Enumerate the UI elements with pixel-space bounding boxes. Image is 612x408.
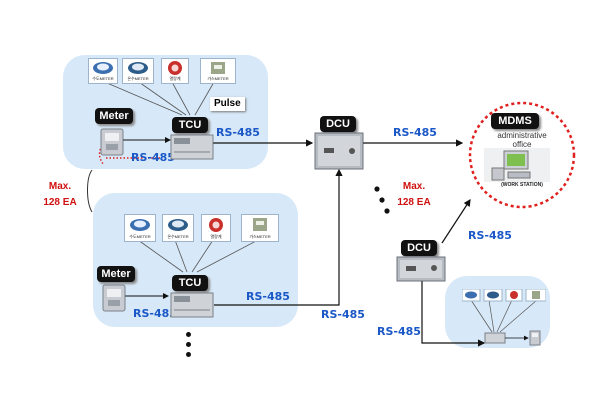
workstation-label: (WORK STATION) [501, 182, 543, 188]
rs485-label-dcu2-tcu: RS-485 [377, 325, 421, 338]
meter-types-icon [461, 288, 547, 302]
gas-meter-icon [253, 218, 267, 231]
max-line2: 128 EA [397, 197, 431, 208]
meter-device-icon [100, 128, 124, 156]
meter-device-icon [102, 284, 126, 312]
continuation-dots [186, 332, 192, 362]
meter-type-label: 가스METER [249, 234, 271, 239]
meter-type-label: 열량계 [210, 234, 222, 239]
dcu-label: DCU [320, 116, 356, 132]
rs485-label-tcu-bottom: RS-485 [246, 290, 290, 303]
meter-type-card: 수도METER [88, 58, 118, 84]
meter-link-line [137, 239, 184, 273]
water-meter-icon [130, 219, 150, 231]
tcu-label: TCU [172, 117, 208, 133]
rs485-label-tcu-top: RS-485 [216, 126, 260, 139]
meter-type-label: 온수METER [167, 234, 189, 239]
red-dotted-link [98, 142, 105, 166]
meter-type-label: 열량계 [169, 76, 181, 81]
pulse-label: Pulse [210, 97, 245, 111]
meter-type-card: 열량계 [161, 58, 189, 84]
hot-water-meter-icon [168, 219, 188, 231]
workstation-icon [484, 148, 550, 182]
dcu-device-icon [396, 256, 446, 282]
tcu-device-icon [170, 292, 214, 318]
dcu2-tcu-link-line [418, 276, 486, 347]
meter-link-line [174, 239, 188, 273]
meter-type-card: 온수METER [162, 214, 194, 242]
meter-device-icon [529, 330, 541, 346]
meter-link-line [135, 79, 187, 116]
meter-link-line [488, 299, 495, 333]
small-meter-cards [461, 288, 547, 303]
admin-office-line1: administrative [497, 131, 547, 140]
heat-meter-icon [168, 61, 182, 75]
meter-type-card: 가스METER [200, 58, 236, 84]
meter-type-card: 온수METER [122, 58, 154, 84]
rs485-label-tcu-dcu-bottom: RS-485 [321, 308, 365, 321]
meter-type-label: 온수METER [127, 76, 149, 81]
meter-label: Meter [97, 266, 135, 282]
hot-water-meter-icon [128, 62, 148, 74]
max-line1: Max. [402, 181, 426, 192]
gas-meter-icon [211, 62, 225, 74]
rs485-label-meter-bottom: RS-485 [133, 307, 177, 320]
tcu-device-icon [170, 134, 214, 160]
max-bracket [87, 169, 93, 213]
continuation-dots [374, 186, 390, 214]
meter-link-line [196, 239, 259, 273]
meter-link-line [496, 299, 513, 333]
rs485-label-dcu2-mdms: RS-485 [468, 229, 512, 242]
meter-type-label: 가스METER [207, 76, 229, 81]
meter-link-line [99, 79, 183, 116]
meter-link-line [194, 81, 215, 116]
max-count-label-right: Max. 128 EA [386, 179, 442, 211]
meter-type-label: 수도METER [92, 76, 114, 81]
meter-link-line [171, 81, 191, 116]
max-line1: Max. [48, 181, 72, 192]
meter-label: Meter [95, 108, 133, 124]
meter-type-label: 수도METER [129, 234, 151, 239]
meter-link-line [470, 299, 493, 333]
tcu-label: TCU [172, 275, 208, 291]
admin-office-line2: office [512, 140, 532, 149]
dcu2-mdms-link-line [441, 198, 471, 244]
dcu-label: DCU [401, 240, 437, 256]
tcu-device-icon [484, 332, 506, 344]
mdms-label: MDMS [491, 113, 539, 129]
water-meter-icon [93, 62, 113, 74]
meter-link-line [191, 239, 214, 273]
tcu-dcu-bottom-link-line [214, 168, 343, 306]
rs485-label-meter-top: RS-485 [131, 151, 175, 164]
meter-type-card: 가스METER [241, 214, 279, 242]
meter-link-line [499, 299, 538, 333]
meter-type-card: 열량계 [201, 214, 231, 242]
heat-meter-icon [209, 218, 223, 232]
dcu-device-icon [314, 132, 364, 170]
meter-type-card: 수도METER [124, 214, 156, 242]
max-count-label-left: Max. 128 EA [32, 179, 88, 211]
max-line2: 128 EA [43, 197, 77, 208]
rs485-label-dcu-mdms: RS-485 [393, 126, 437, 139]
